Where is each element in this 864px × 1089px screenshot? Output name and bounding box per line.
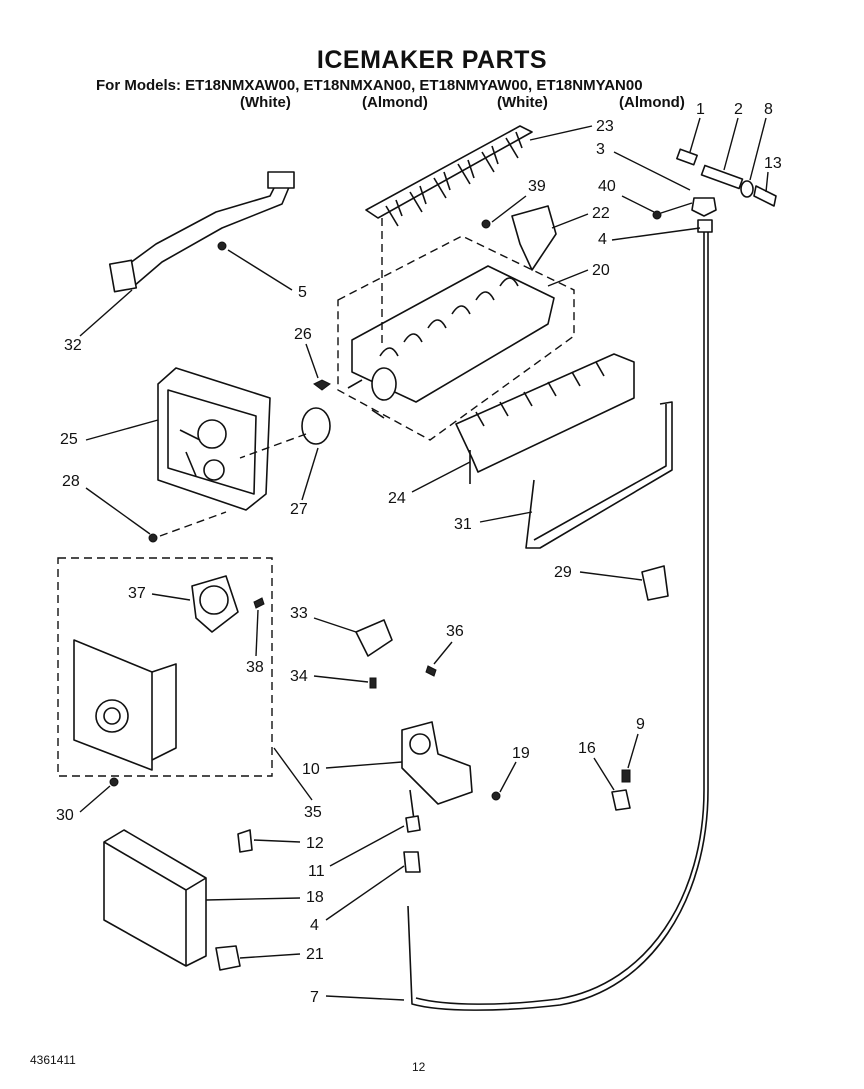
- callout-7: 7: [310, 989, 319, 1006]
- callout-13: 13: [764, 155, 782, 172]
- callouts: 1 2 8 23 3 13 39 40 22 4 20 5 32 26 25 2…: [56, 101, 782, 1006]
- shutoff-arm-31: [525, 401, 673, 549]
- clip-29: [641, 565, 669, 601]
- callout-33: 33: [290, 605, 308, 622]
- callout-18: 18: [306, 889, 324, 906]
- color-label-1: (White): [240, 94, 291, 111]
- callout-4-lower: 4: [310, 917, 319, 934]
- callout-37: 37: [128, 585, 146, 602]
- water-valve-10: [401, 721, 473, 821]
- mold-20: [347, 265, 555, 419]
- callout-5: 5: [298, 284, 307, 301]
- bracket-22: [511, 205, 557, 271]
- callout-32: 32: [64, 337, 82, 354]
- mold-assembly-outline: [337, 235, 575, 441]
- callout-40: 40: [598, 178, 616, 195]
- callout-21: 21: [306, 946, 324, 963]
- callout-1: 1: [696, 101, 705, 118]
- thermostat-26: [313, 379, 331, 391]
- callout-29: 29: [554, 564, 572, 581]
- callout-22: 22: [592, 205, 610, 222]
- callout-24: 24: [388, 490, 406, 507]
- fitting-4-lower: [403, 851, 421, 873]
- callout-10: 10: [302, 761, 320, 778]
- fill-tube: [407, 232, 709, 1011]
- color-label-4: (Almond): [619, 94, 685, 111]
- callout-31: 31: [454, 516, 472, 533]
- screw-34: [369, 677, 377, 689]
- callout-9: 9: [636, 716, 645, 733]
- nut-11: [405, 815, 421, 833]
- callout-11: 11: [308, 863, 325, 880]
- cover-box-18: [103, 829, 207, 967]
- callout-4-upper: 4: [598, 231, 607, 248]
- callout-38: 38: [246, 659, 264, 676]
- callout-20: 20: [592, 262, 610, 279]
- models-line: For Models: ET18NMXAW00, ET18NMXAN00, ET…: [96, 77, 643, 94]
- callout-19: 19: [512, 745, 530, 762]
- screw-39: [481, 219, 491, 229]
- callout-35: 35: [304, 804, 322, 821]
- motor-assembly-outline: [57, 557, 273, 777]
- clamp-16: [611, 789, 631, 811]
- doc-number: 4361411: [30, 1053, 76, 1067]
- motor-37: [191, 575, 239, 633]
- connector-12: [237, 829, 253, 853]
- screw-28: [148, 533, 158, 543]
- color-label-3: (White): [497, 94, 548, 111]
- screw-38: [253, 597, 265, 609]
- knob-21: [215, 945, 241, 971]
- housing-25: [157, 367, 271, 511]
- bracket-33: [355, 619, 393, 657]
- stripper-23: [365, 125, 533, 227]
- callout-23: 23: [596, 118, 614, 135]
- callout-27: 27: [290, 501, 308, 518]
- callout-2: 2: [734, 101, 743, 118]
- callout-16: 16: [578, 740, 596, 757]
- page-number: 12: [412, 1060, 426, 1074]
- mounting-plate-35: [73, 639, 177, 771]
- fill-tube-inner: [415, 232, 705, 1005]
- screw-19: [491, 791, 501, 801]
- callout-36: 36: [446, 623, 464, 640]
- callout-26: 26: [294, 326, 312, 343]
- callout-39: 39: [528, 178, 546, 195]
- callout-34: 34: [290, 668, 308, 685]
- callout-30: 30: [56, 807, 74, 824]
- callout-25: 25: [60, 431, 78, 448]
- cover-24: [455, 353, 635, 484]
- callout-8: 8: [764, 101, 773, 118]
- page-title: ICEMAKER PARTS: [316, 46, 548, 74]
- callout-12: 12: [306, 835, 324, 852]
- harness-32: [108, 171, 295, 293]
- clip-5: [217, 241, 227, 251]
- color-label-2: (Almond): [362, 94, 428, 111]
- inlet-fittings: [652, 148, 777, 233]
- screw-36: [425, 665, 437, 677]
- screw-9: [621, 769, 631, 783]
- motor-27: [301, 407, 331, 445]
- callout-28: 28: [62, 473, 80, 490]
- callout-3: 3: [596, 141, 605, 158]
- screw-30: [109, 777, 119, 787]
